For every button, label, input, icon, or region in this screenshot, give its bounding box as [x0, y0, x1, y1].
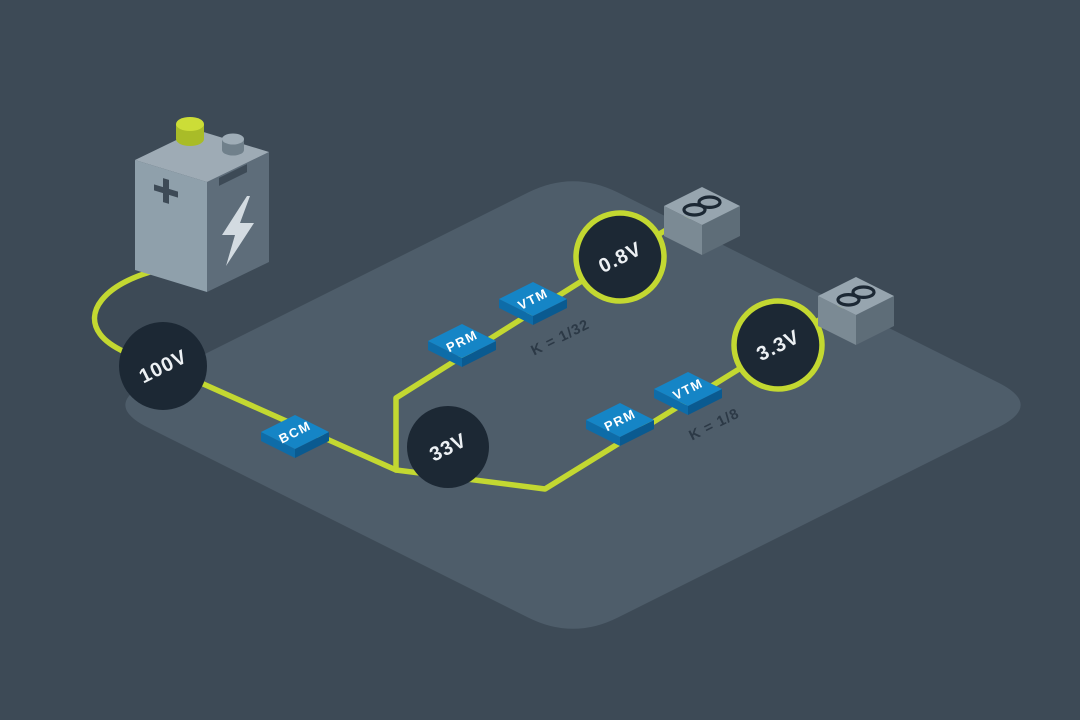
load-chip-1	[664, 187, 740, 255]
module-prm-2: PRM	[586, 403, 654, 446]
module-side-face	[688, 389, 722, 415]
chip-side-face	[818, 296, 856, 345]
node-100v: 100V	[119, 322, 207, 410]
chip-side-face	[702, 206, 740, 255]
plus-icon	[154, 178, 178, 204]
node-circle	[731, 298, 825, 392]
module-side-face	[295, 432, 329, 458]
module-vtm-1: VTM	[499, 282, 567, 325]
chip-side-face	[856, 296, 894, 345]
platform	[125, 181, 1021, 629]
battery-terminal-green	[176, 117, 204, 146]
module-top-face	[428, 324, 496, 358]
module-side-face	[620, 420, 654, 446]
module-prm-1: PRM	[428, 324, 496, 367]
module-vtm-2: VTM	[654, 372, 722, 415]
module-top-face	[261, 415, 329, 449]
module-bcm: BCM	[261, 415, 329, 458]
module-top-face	[654, 372, 722, 406]
module-side-face	[499, 299, 533, 325]
module-side-face	[428, 341, 462, 367]
lightning-bolt-icon	[222, 196, 254, 266]
node-circle	[573, 210, 667, 304]
node-circle	[407, 406, 489, 488]
battery-front-face	[135, 160, 207, 292]
wire-branch-top	[393, 206, 705, 473]
load-chip-2	[818, 277, 894, 345]
battery-terminal-gray	[222, 133, 244, 156]
module-top-face	[586, 403, 654, 437]
module-side-face	[654, 389, 688, 415]
module-top-face	[499, 282, 567, 316]
chip-logo-rings-icon	[836, 285, 876, 307]
chip-logo-rings-icon	[682, 195, 722, 217]
node-33v: 33V	[407, 406, 489, 488]
module-side-face	[261, 432, 295, 458]
module-side-face	[586, 420, 620, 446]
module-side-face	[533, 299, 567, 325]
minus-icon	[219, 164, 247, 186]
chip-side-face	[664, 206, 702, 255]
node-3p3v: 3.3V	[731, 298, 825, 392]
node-0p8v: 0.8V	[573, 210, 667, 304]
module-side-face	[462, 341, 496, 367]
node-circle	[119, 322, 207, 410]
battery	[135, 117, 269, 292]
